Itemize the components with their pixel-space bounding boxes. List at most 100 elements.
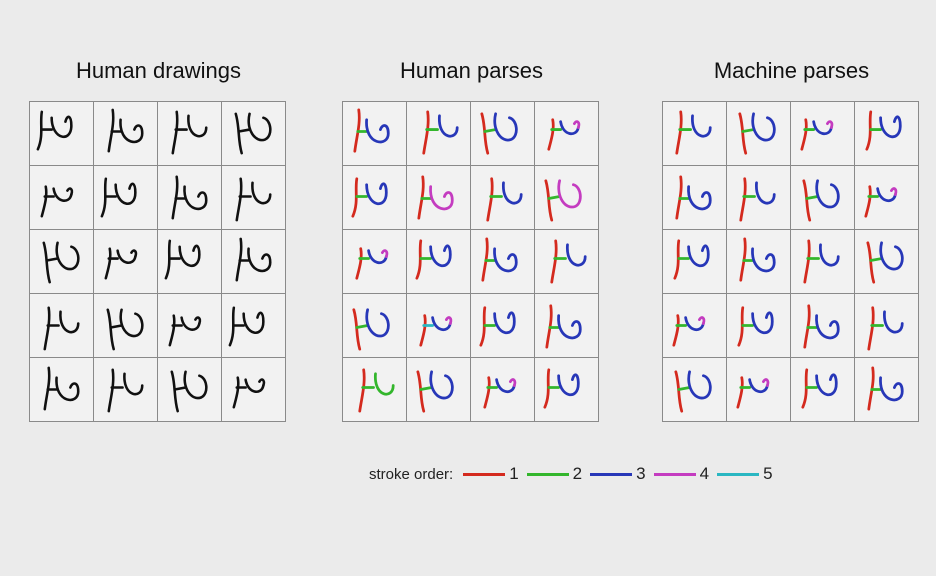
stroke-path: [234, 112, 243, 155]
stroke-path: [380, 249, 389, 258]
character-glyph: [480, 112, 518, 155]
stroke-path: [736, 376, 744, 409]
legend-swatch: [653, 472, 696, 476]
stroke-path: [883, 310, 904, 334]
stroke-path: [493, 311, 516, 334]
character-glyph: [800, 118, 834, 151]
character-cell: [855, 294, 919, 358]
character-glyph: [675, 110, 712, 155]
character-glyph: [234, 112, 272, 155]
stroke-path: [258, 378, 266, 387]
character-glyph: [416, 370, 454, 413]
stroke-path: [130, 249, 138, 258]
stroke-path: [43, 306, 51, 351]
stroke-path: [235, 237, 243, 282]
stroke-path: [677, 386, 691, 391]
stroke-path: [52, 187, 73, 202]
stroke-path: [444, 316, 453, 325]
character-cell: [158, 166, 222, 230]
stroke-path: [187, 114, 208, 138]
character-glyph: [802, 179, 840, 222]
character-cell: [222, 230, 286, 294]
panel-title: Machine parses: [713, 58, 870, 83]
character-glyph: [40, 185, 74, 218]
stroke-path: [365, 118, 390, 144]
character-cell: [343, 102, 407, 166]
stroke-order-legend: stroke order: 1 2 3 4 5: [369, 464, 781, 484]
stroke-path: [572, 120, 581, 129]
character-cell: [407, 294, 471, 358]
stroke-path: [812, 120, 833, 136]
stroke-path: [45, 257, 59, 262]
character-glyph: [803, 239, 840, 284]
stroke-path: [675, 175, 683, 220]
stroke-path: [358, 368, 366, 413]
stroke-path: [687, 185, 712, 211]
character-cell: [727, 294, 791, 358]
character-glyph: [736, 376, 770, 409]
stroke-path: [502, 181, 523, 205]
character-cell: [791, 230, 855, 294]
stroke-path: [480, 112, 490, 155]
stroke-path: [493, 247, 518, 273]
character-cell: [407, 166, 471, 230]
stroke-path: [107, 368, 115, 413]
stroke-path: [879, 376, 904, 402]
stroke-path: [55, 241, 80, 271]
character-glyph: [43, 366, 80, 411]
character-glyph: [486, 177, 523, 222]
character-glyph: [228, 306, 265, 347]
stroke-path: [107, 108, 115, 153]
stroke-path: [168, 314, 176, 347]
character-cell: [94, 230, 158, 294]
character-glyph: [422, 110, 459, 155]
character-cell: [535, 166, 599, 230]
character-glyph: [171, 175, 208, 220]
stroke-path: [826, 120, 834, 129]
character-cell: [727, 166, 791, 230]
stroke-path: [547, 118, 555, 151]
character-cell: [791, 166, 855, 230]
character-glyph: [351, 177, 388, 218]
character-cell: [158, 102, 222, 166]
legend-item: 4: [653, 464, 709, 484]
legend-number: 5: [763, 464, 773, 483]
stroke-path: [367, 249, 388, 265]
stroke-path: [876, 187, 897, 203]
legend-item: 5: [717, 464, 773, 484]
stroke-path: [879, 241, 904, 271]
character-glyph: [100, 177, 137, 218]
character-grid: [342, 101, 599, 422]
stroke-path: [741, 128, 755, 133]
character-glyph: [544, 179, 582, 222]
stroke-path: [247, 247, 272, 273]
character-glyph: [168, 314, 202, 347]
character-cell: [343, 166, 407, 230]
stroke-path: [802, 179, 812, 222]
stroke-path: [42, 241, 51, 284]
stroke-path: [429, 185, 454, 211]
stroke-path: [739, 177, 747, 222]
stroke-path: [374, 372, 395, 396]
stroke-path: [687, 244, 710, 267]
stroke-path: [867, 366, 875, 411]
stroke-path: [698, 316, 706, 325]
legend-swatch: [717, 472, 760, 476]
legend-item: 2: [526, 464, 583, 484]
character-cell: [727, 358, 791, 422]
stroke-path: [114, 182, 137, 205]
stroke-path: [815, 373, 838, 396]
character-cell: [791, 102, 855, 166]
character-cell: [855, 358, 919, 422]
stroke-path: [493, 112, 518, 142]
stroke-path: [751, 311, 774, 334]
character-cell: [407, 358, 471, 422]
legend-item: 1: [463, 464, 519, 484]
character-cell: [222, 294, 286, 358]
character-glyph: [358, 368, 395, 413]
character-glyph: [673, 239, 710, 280]
character-cell: [30, 230, 94, 294]
character-glyph: [675, 175, 712, 220]
character-cell: [663, 166, 727, 230]
legend-number: 2: [572, 464, 583, 483]
